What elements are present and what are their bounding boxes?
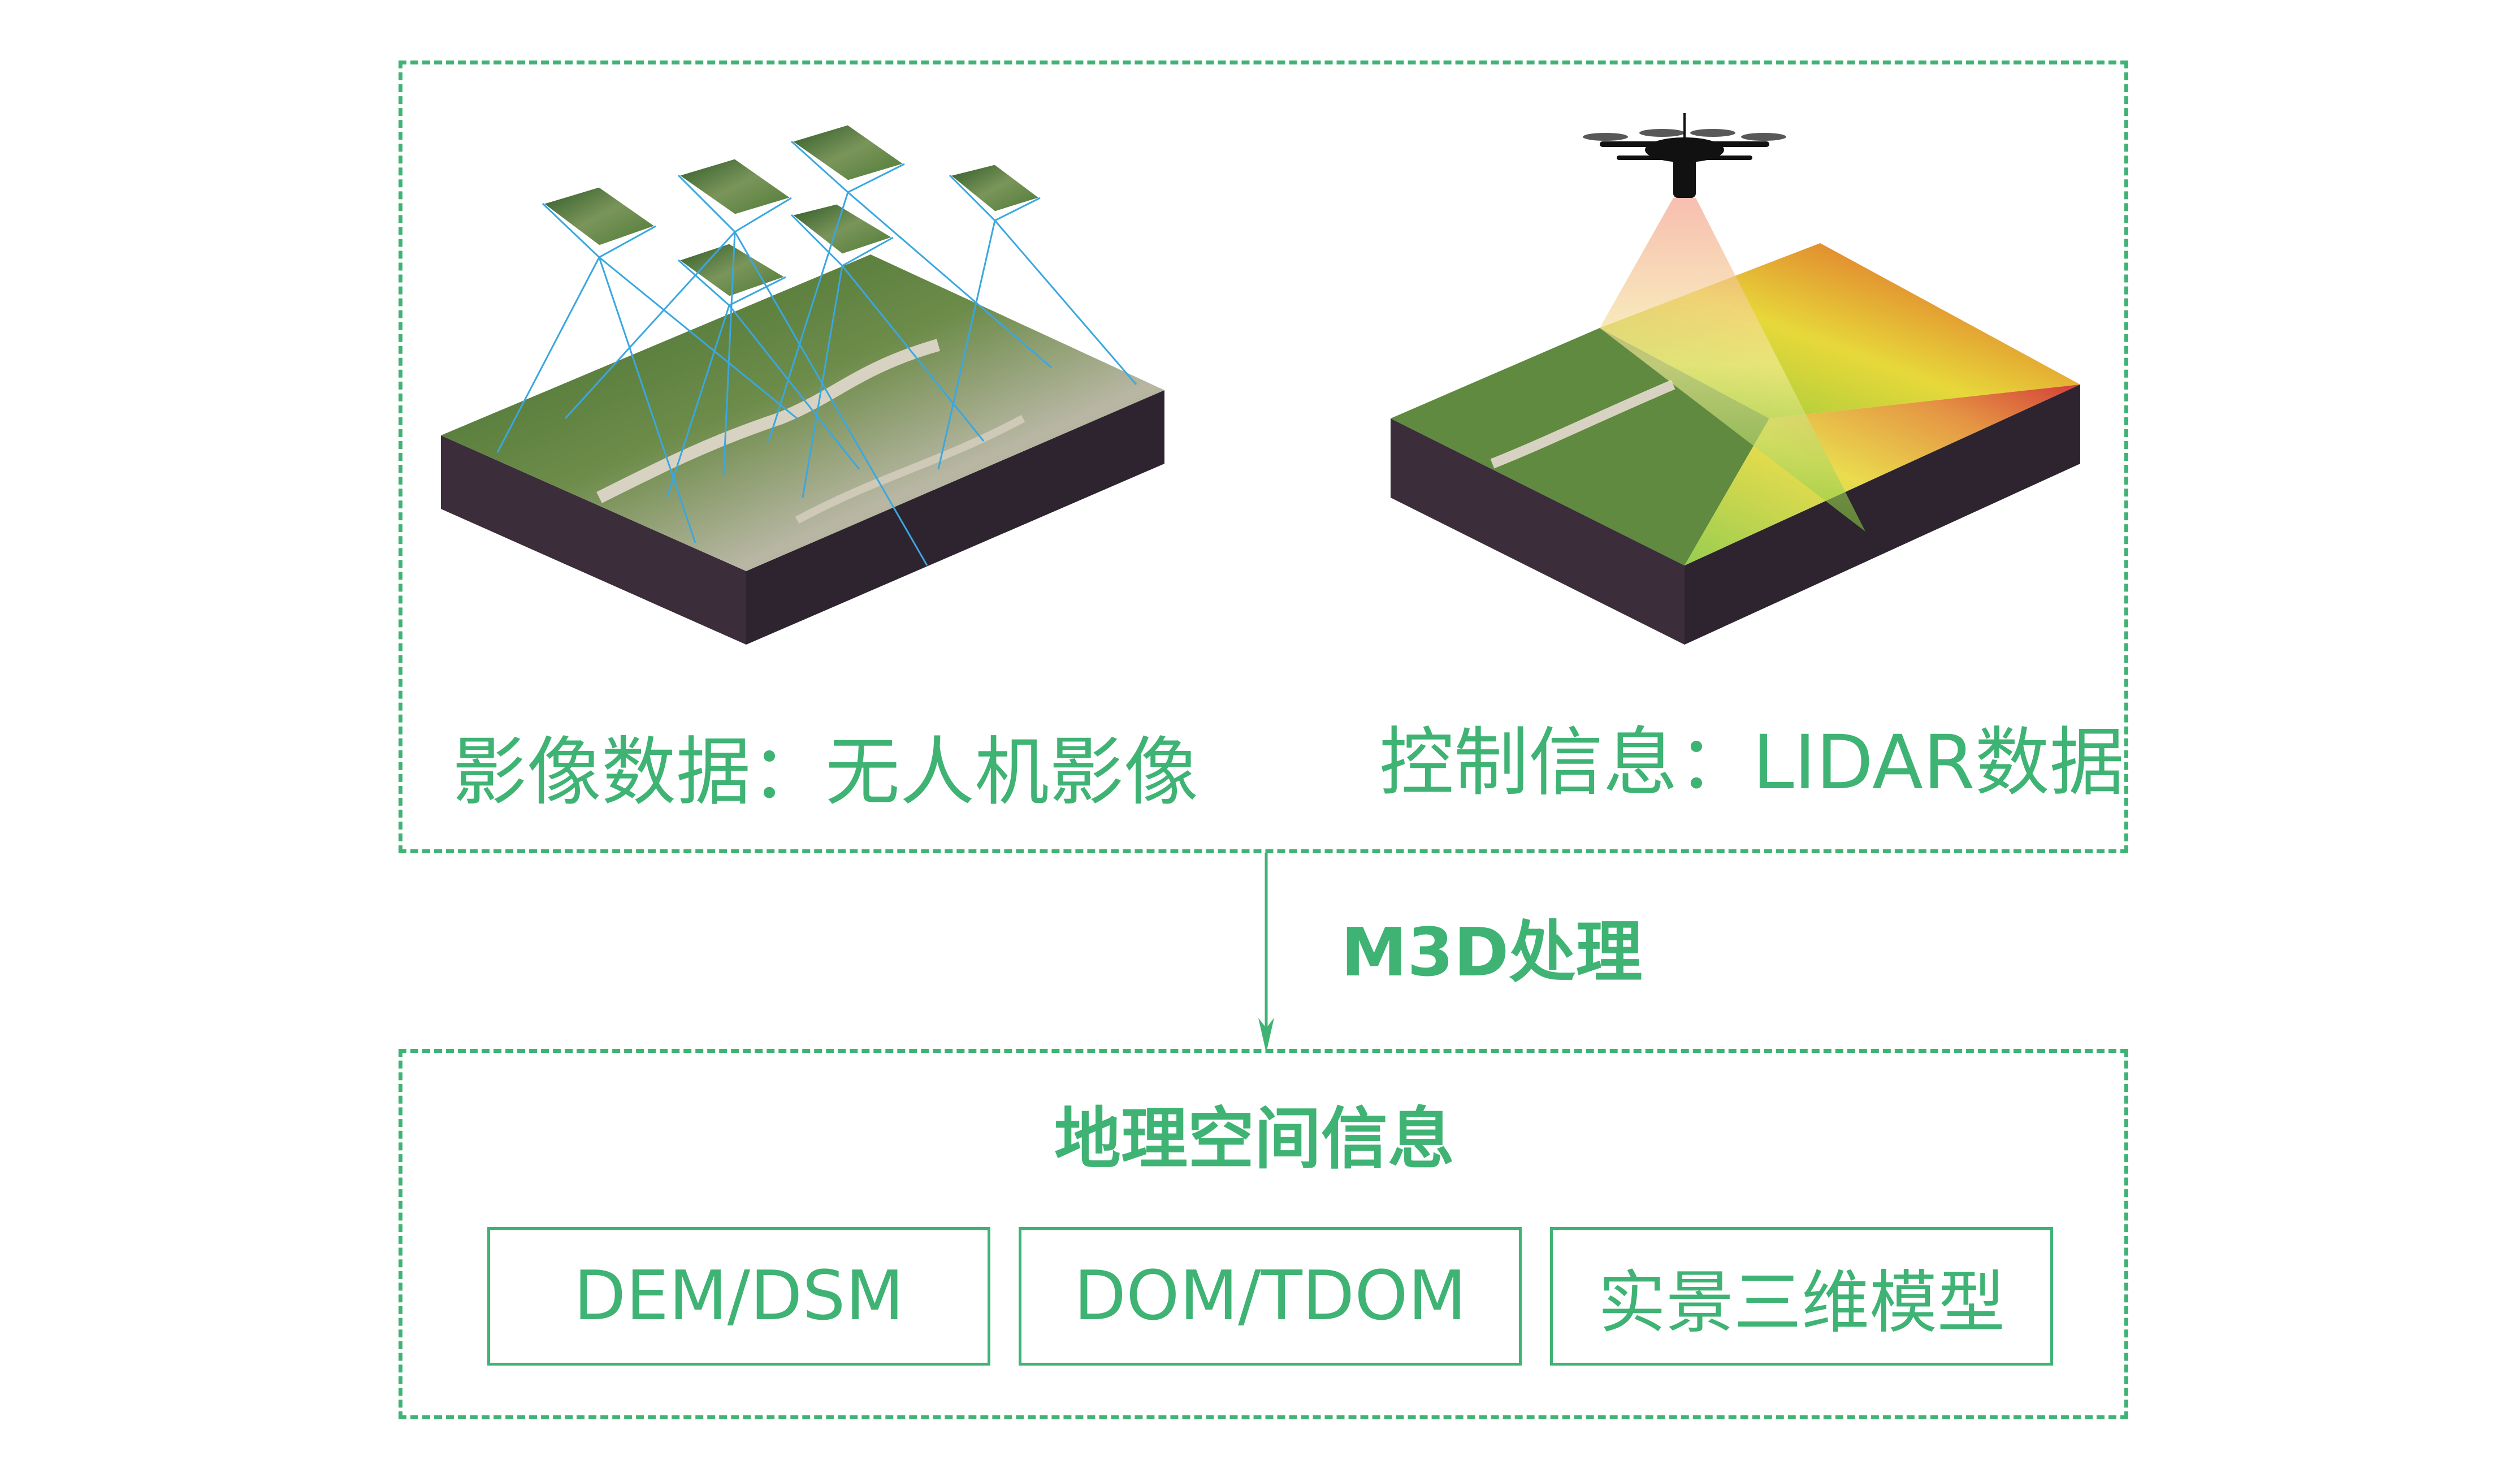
output-title: 地理空间信息	[0, 1105, 2520, 1172]
product-3d-model: 实景三维模型	[1550, 1227, 2053, 1366]
input-data-container	[399, 61, 2128, 853]
product-label: DEM/DSM	[573, 1257, 904, 1336]
product-dem-dsm: DEM/DSM	[487, 1227, 990, 1366]
process-label: M3D处理	[1341, 913, 1643, 991]
product-label: 实景三维模型	[1598, 1263, 2005, 1342]
photogrammetry-terrain-icon	[441, 123, 1164, 645]
product-dom-tdom: DOM/TDOM	[1019, 1227, 1522, 1366]
output-container	[399, 1049, 2128, 1419]
output-title-text: 地理空间信息	[1054, 1100, 1454, 1178]
control-info-label: 控制信息：LIDAR数据	[1379, 719, 2124, 806]
product-label: DOM/TDOM	[1073, 1257, 1467, 1336]
image-data-label: 影像数据：无人机影像	[452, 729, 1198, 816]
arrow-down-icon	[1258, 853, 1274, 1053]
lidar-drone-terrain-icon	[1391, 113, 2080, 645]
